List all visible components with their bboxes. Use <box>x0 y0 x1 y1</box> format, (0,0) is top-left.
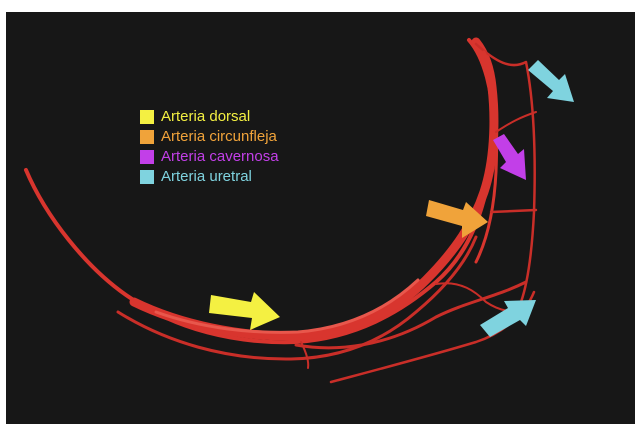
urethral-arrow-top <box>528 60 574 102</box>
artery-outer-arc <box>26 40 493 342</box>
artery-cross-branch-2 <box>496 112 536 132</box>
angiography-image: Arteria dorsal Arteria circunfleja Arter… <box>6 12 635 424</box>
artery-cross-branch <box>491 210 536 212</box>
urethral-arrow-bottom <box>480 300 536 337</box>
legend-item-urethral: Arteria uretral <box>140 167 279 187</box>
legend-swatch <box>140 150 154 164</box>
legend-label: Arteria cavernosa <box>161 147 279 167</box>
legend-label: Arteria dorsal <box>161 107 250 127</box>
legend-item-dorsal: Arteria dorsal <box>140 107 279 127</box>
legend-swatch <box>140 170 154 184</box>
artery-trunk-highlight <box>156 280 418 332</box>
legend-item-circumflex: Arteria circunfleja <box>140 127 279 147</box>
legend-label: Arteria circunfleja <box>161 127 277 147</box>
legend-swatch <box>140 130 154 144</box>
legend-label: Arteria uretral <box>161 167 252 187</box>
artery-bottom-branch <box>331 292 534 382</box>
vascular-reconstruction <box>6 12 635 424</box>
legend-item-cavernous: Arteria cavernosa <box>140 147 279 167</box>
legend-swatch <box>140 110 154 124</box>
dorsal-arrow <box>209 292 280 330</box>
legend: Arteria dorsal Arteria circunfleja Arter… <box>140 107 279 187</box>
pointer-arrows <box>209 60 574 337</box>
